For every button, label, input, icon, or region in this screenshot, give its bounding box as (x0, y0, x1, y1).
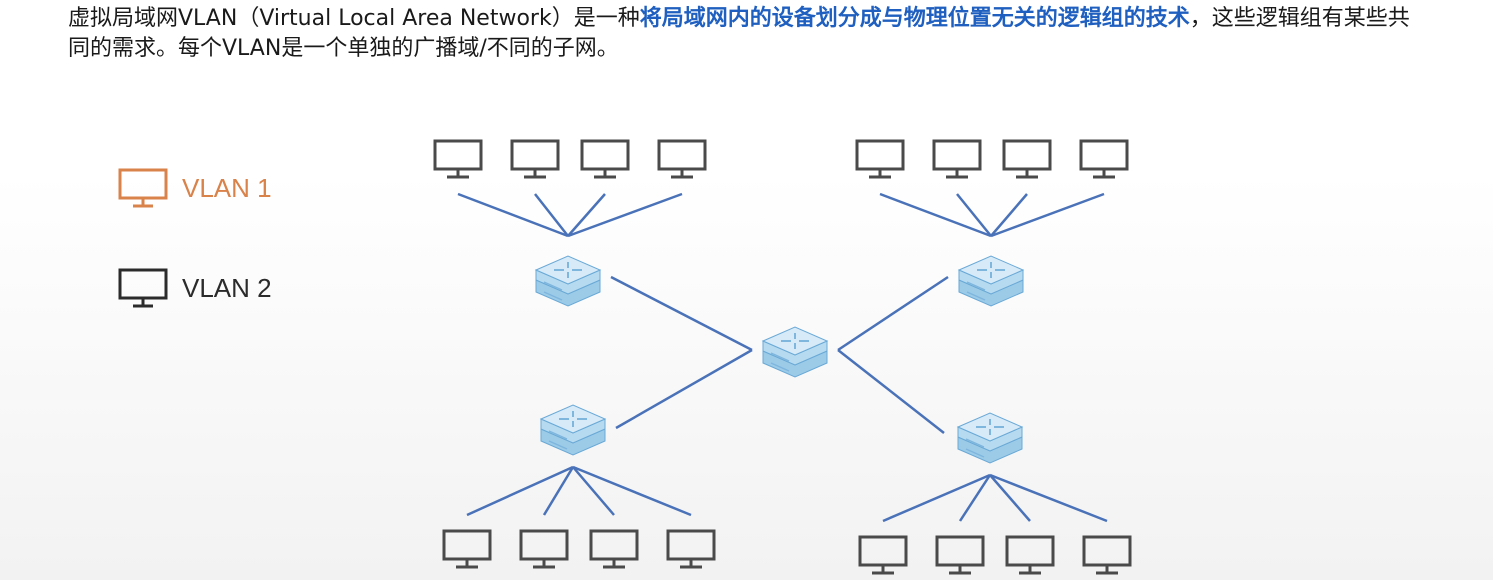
legend-item-vlan2: VLAN 2 (118, 268, 272, 308)
network-link (879, 192, 992, 238)
network-link (572, 465, 692, 517)
pc-monitor-icon (858, 535, 908, 575)
network-link (542, 466, 575, 516)
pc-monitor-icon (510, 139, 560, 179)
pc-monitor-icon (935, 535, 985, 575)
network-link (567, 193, 606, 237)
monitor-icon (118, 168, 168, 208)
network-link (572, 466, 615, 516)
pc-monitor-icon (1005, 535, 1055, 575)
legend: VLAN 1 VLAN 2 (118, 168, 272, 368)
intro-highlight: 将局域网内的设备划分成与物理位置无关的逻辑组的技术 (639, 6, 1190, 31)
network-link (990, 192, 1105, 238)
pc-monitor-icon (433, 139, 483, 179)
network-link (457, 192, 569, 238)
network-link (534, 193, 569, 237)
network-link (956, 193, 992, 237)
pc-monitor-icon (855, 139, 905, 179)
access-switch-bottom-left (539, 404, 607, 456)
pc-monitor-icon (1079, 139, 1129, 179)
intro-prefix: 虚拟局域网VLAN（Virtual Local Area Network）是一种 (68, 6, 640, 31)
pc-monitor-icon (589, 529, 639, 569)
access-switch-top-left (534, 255, 602, 307)
legend-item-vlan1: VLAN 1 (118, 168, 272, 208)
legend-label-vlan2: VLAN 2 (182, 272, 272, 303)
access-switch-top-right (957, 255, 1025, 307)
pc-monitor-icon (932, 139, 982, 179)
monitor-icon (118, 268, 168, 308)
pc-monitor-icon (1082, 535, 1132, 575)
network-link (990, 193, 1028, 237)
network-link (837, 349, 945, 434)
access-switch-bottom-right (956, 412, 1024, 464)
network-link (567, 192, 683, 238)
core-switch (761, 326, 829, 378)
intro-suffix: ，这些逻辑组有某些共同的需求。每个VLAN是一个单独的广播域/不同的子网。 (68, 6, 1410, 61)
network-link (466, 465, 574, 517)
pc-monitor-icon (1002, 139, 1052, 179)
pc-monitor-icon (666, 529, 716, 569)
network-link (837, 275, 949, 352)
links-layer (457, 192, 1108, 523)
network-link (989, 473, 1108, 523)
pc-monitor-icon (580, 139, 630, 179)
intro-paragraph: 虚拟局域网VLAN（Virtual Local Area Network）是一种… (68, 4, 1428, 64)
legend-label-vlan1: VLAN 1 (182, 172, 272, 203)
network-link (610, 275, 753, 352)
network-link (882, 473, 991, 523)
network-link (989, 474, 1031, 522)
pc-monitor-icon (519, 529, 569, 569)
network-link (615, 348, 753, 430)
pc-monitor-icon (657, 139, 707, 179)
pc-monitor-icon (442, 529, 492, 569)
network-link (958, 474, 992, 522)
